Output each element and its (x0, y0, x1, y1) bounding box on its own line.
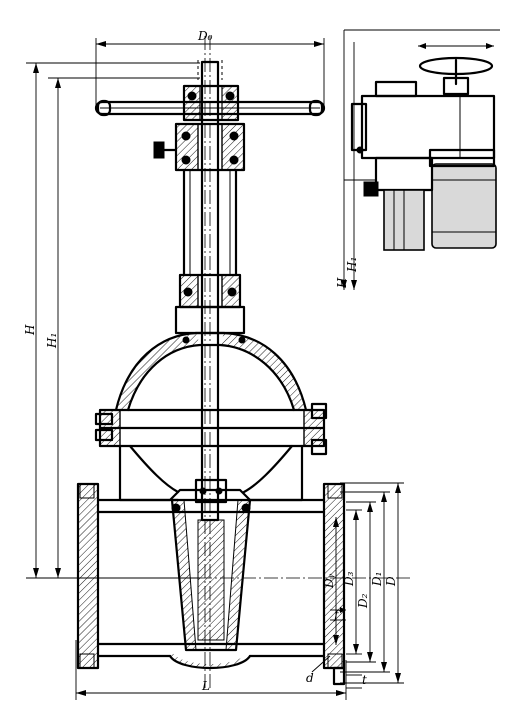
label-D2: D₂ (356, 593, 370, 609)
label-d: d (306, 671, 314, 685)
label-D: D (384, 576, 398, 587)
dimension-lines (26, 38, 404, 700)
bonnet (94, 331, 328, 456)
label-D3: D₃ (342, 571, 356, 587)
label-H: H (23, 324, 37, 336)
label-H1: H₁ (45, 333, 59, 349)
label-actuator-H: H (335, 277, 349, 289)
valve-body (76, 444, 346, 686)
label-t: t (362, 673, 367, 687)
label-D1: D₁ (370, 572, 384, 587)
label-Dy: Dᵧ (322, 573, 336, 589)
yoke (153, 122, 246, 335)
label-L: L (201, 679, 210, 693)
label-actuator-H1: H₁ (345, 257, 359, 273)
dimension-labels: D₀ H H₁ L Dᵧ D₃ D₂ D₁ D f d t H H₁ (23, 29, 398, 693)
handwheel (94, 84, 326, 122)
electric-actuator (341, 29, 500, 290)
label-f: f (333, 608, 341, 622)
label-d0: D₀ (197, 29, 213, 43)
